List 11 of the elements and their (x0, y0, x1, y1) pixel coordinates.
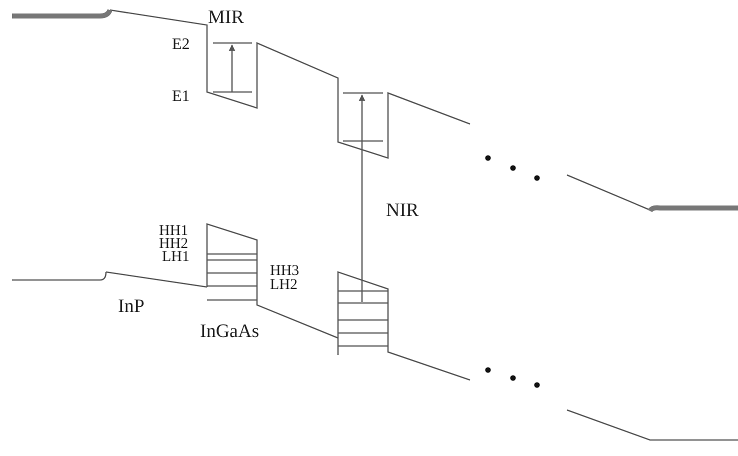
energy-level-label: E2 (172, 37, 190, 53)
energy-level-label: E1 (172, 89, 190, 105)
energy-level-label: HH3 (270, 264, 300, 279)
energy-level-label: HH2 (159, 237, 188, 252)
material-label: InP (118, 297, 144, 316)
material-label: InGaAs (200, 322, 260, 341)
energy-level-label: LH1 (162, 250, 190, 265)
transition-label: NIR (386, 201, 419, 220)
energy-level-label: HH1 (159, 224, 188, 239)
transition-label: MIR (208, 8, 244, 27)
energy-level-label: LH2 (270, 278, 298, 293)
